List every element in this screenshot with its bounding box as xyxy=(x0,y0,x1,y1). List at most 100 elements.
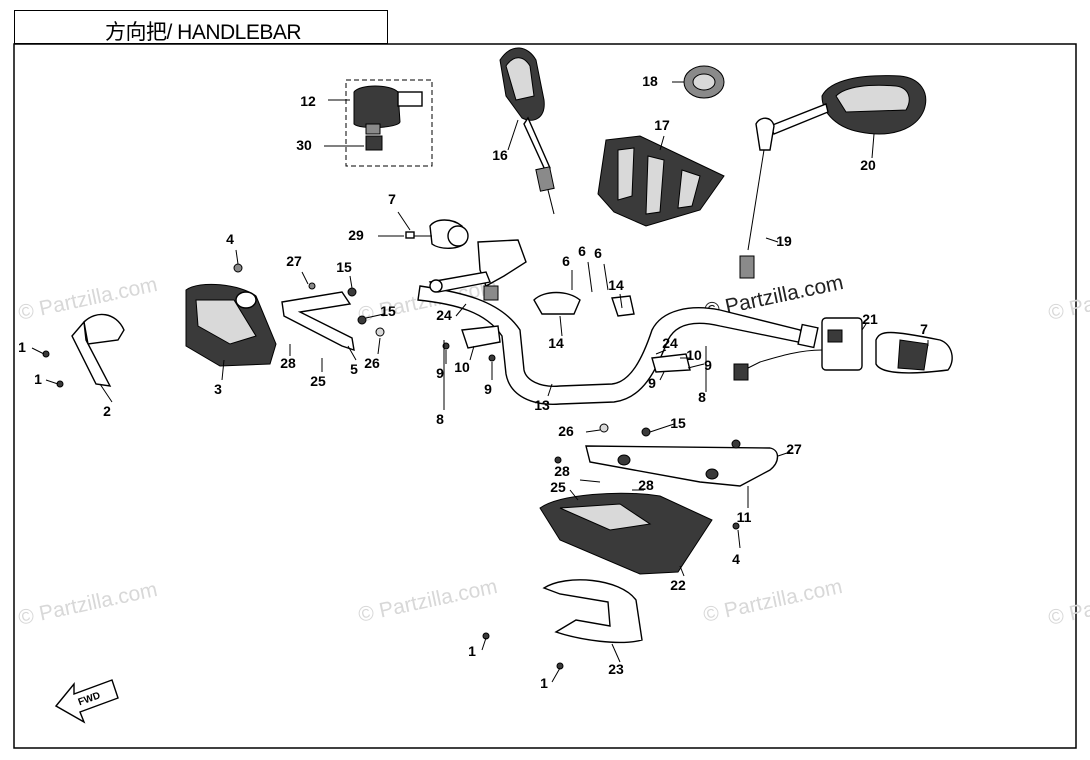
callout-c29: 29 xyxy=(348,227,364,243)
leader-line-c7a xyxy=(397,211,411,231)
callout-c1c: 1 xyxy=(468,643,476,659)
leader-line-c6b xyxy=(587,261,593,293)
diagram-frame xyxy=(13,43,1077,749)
callout-c1a: 1 xyxy=(18,339,26,355)
watermark-7: © Partzilla.com xyxy=(1046,578,1090,630)
leader-line-c4b xyxy=(737,529,741,549)
callout-c28b: 28 xyxy=(554,463,570,479)
leader-line-c26a xyxy=(377,337,381,355)
handlebar-part xyxy=(417,285,819,405)
leader-line-c27a xyxy=(301,271,309,285)
callout-c19: 19 xyxy=(776,233,792,249)
fwd-arrow: FWD xyxy=(54,679,119,724)
callout-c3: 3 xyxy=(214,381,222,397)
callout-c2: 2 xyxy=(103,403,111,419)
callout-c17: 17 xyxy=(654,117,670,133)
right-switch-part xyxy=(733,317,863,381)
callout-c6b: 6 xyxy=(578,243,586,259)
leader-line-c24b xyxy=(655,349,667,355)
callout-c20: 20 xyxy=(860,157,876,173)
mirror-left-part xyxy=(499,47,555,215)
callout-c1d: 1 xyxy=(540,675,548,691)
leader-line-c9c xyxy=(659,371,665,381)
callout-c18: 18 xyxy=(642,73,658,89)
callout-c8a: 8 xyxy=(436,411,444,427)
bracket-right-part xyxy=(585,445,779,487)
leader-line-c13 xyxy=(547,383,553,397)
leader-line-c10a xyxy=(469,345,475,361)
leader-line-c24a xyxy=(455,303,467,317)
right-grip-part xyxy=(875,331,953,374)
callout-c25a: 25 xyxy=(310,373,326,389)
leader-line-c17 xyxy=(659,135,665,151)
leader-line-c5 xyxy=(347,345,357,361)
diagram-title-box: 方向把/ HANDLEBAR xyxy=(14,10,388,44)
callout-c10a: 10 xyxy=(454,359,470,375)
callout-c24a: 24 xyxy=(436,307,452,323)
leader-line-c27b xyxy=(777,451,791,457)
callout-c30: 30 xyxy=(296,137,312,153)
leader-line-c9d xyxy=(687,363,705,369)
callout-c28a: 28 xyxy=(280,355,296,371)
callout-c8b: 8 xyxy=(698,389,706,405)
leader-line-c15c xyxy=(649,423,675,433)
callout-c7a: 7 xyxy=(388,191,396,207)
watermark-5: © Partzilla.com xyxy=(356,575,499,627)
leader-line-c23 xyxy=(611,643,621,663)
callout-c6a: 6 xyxy=(562,253,570,269)
leader-line-c14a xyxy=(559,315,563,337)
callout-c12: 12 xyxy=(300,93,316,109)
leader-line-c2 xyxy=(99,383,113,403)
leader-line-c1b xyxy=(45,379,59,385)
brake-lever-part xyxy=(428,239,527,301)
leader-line-c15a xyxy=(349,275,353,289)
leader-line-c1a xyxy=(31,347,45,355)
handguard-right-part xyxy=(539,492,713,644)
watermark-1: © Partzilla.com xyxy=(16,273,159,325)
callout-c4a: 4 xyxy=(226,231,234,247)
leader-line-c1d xyxy=(551,667,561,683)
callout-c10b: 10 xyxy=(686,347,702,363)
leader-line-c26b xyxy=(585,429,601,433)
center-cover-part xyxy=(597,135,725,227)
mirror-right-part xyxy=(739,75,927,279)
callout-c1b: 1 xyxy=(34,371,42,387)
callout-c15c: 15 xyxy=(670,415,686,431)
callout-c9a: 9 xyxy=(436,365,444,381)
leader-line-c16 xyxy=(507,119,519,151)
callout-c7b: 7 xyxy=(920,321,928,337)
leader-line-c28b xyxy=(579,479,601,483)
clamp-upper-part xyxy=(533,291,635,317)
callout-c9b: 9 xyxy=(484,381,492,397)
callout-c26a: 26 xyxy=(364,355,380,371)
cap-part xyxy=(683,65,725,99)
callout-c11: 11 xyxy=(737,509,752,525)
callout-c24b: 24 xyxy=(662,335,678,351)
callout-c15b: 15 xyxy=(380,303,396,319)
callout-c6c: 6 xyxy=(594,245,602,261)
watermark-4: © Partzilla.com xyxy=(16,578,159,630)
callout-c9c: 9 xyxy=(648,375,656,391)
callout-c14b: 14 xyxy=(608,277,624,293)
leader-line-c6c xyxy=(603,263,609,291)
leader-line-c4a xyxy=(235,249,239,265)
leader-line-c3 xyxy=(221,359,225,381)
leader-line-c21 xyxy=(861,323,867,331)
master-cylinder-part xyxy=(345,79,433,167)
bracket-left-part xyxy=(235,291,355,352)
callout-c13: 13 xyxy=(534,397,550,413)
callout-c5: 5 xyxy=(350,361,358,377)
diagram-title: 方向把/ HANDLEBAR xyxy=(105,21,302,44)
leader-line-c1c xyxy=(481,637,487,651)
callout-c4b: 4 xyxy=(732,551,740,567)
callout-c22: 22 xyxy=(670,577,686,593)
watermark-6: © Partzilla.com xyxy=(701,575,844,627)
callout-c15a: 15 xyxy=(336,259,352,275)
leader-line-c20 xyxy=(871,133,875,159)
left-grip-part xyxy=(412,219,469,249)
callout-c21: 21 xyxy=(862,311,878,327)
leader-line-c22 xyxy=(679,565,685,577)
